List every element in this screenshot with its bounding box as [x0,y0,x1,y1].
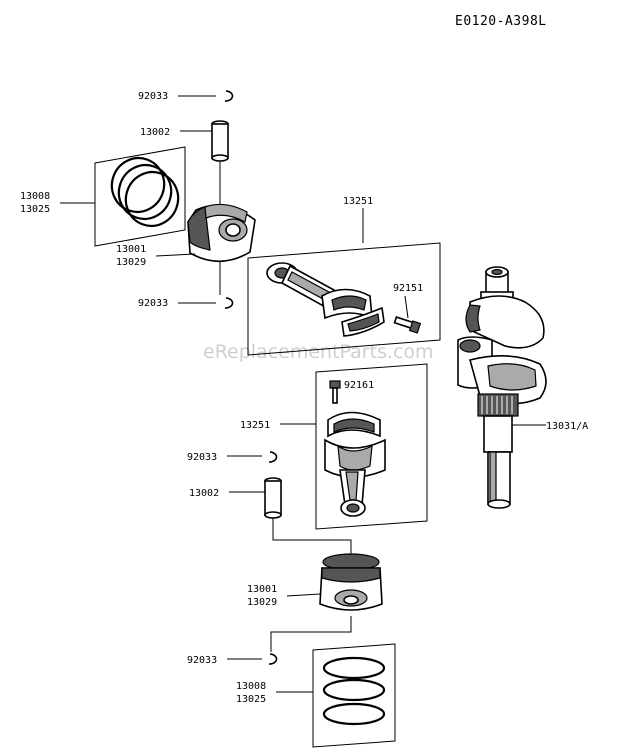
label-piston-bottom-b: 13029 [247,597,277,608]
label-piston-bottom-a: 13001 [247,584,277,595]
label-piston-top-b: 13029 [116,257,146,268]
leader-piston-top [155,253,196,257]
diagram-code: E0120-A398L [455,14,547,29]
label-bolt-bottom: 92161 [344,380,374,391]
label-clip-top-b: 92033 [138,298,168,309]
label-piston-top-a: 13001 [116,244,146,255]
label-clip-bottom-a: 92033 [187,452,217,463]
leader-piston-bottom [286,593,321,597]
label-pin-bottom: 13002 [189,488,219,499]
label-clip-bottom-b: 92033 [187,655,217,666]
rod-box-top [247,242,441,356]
label-pin-top: 13002 [140,127,170,138]
crankshaft[interactable] [457,266,547,509]
ring-box-bottom [312,643,396,748]
label-bolt-top: 92151 [393,283,423,294]
label-rod-bottom: 13251 [240,420,270,431]
piston-rings-top[interactable] [104,151,185,234]
piston-pin-top[interactable] [211,120,229,162]
watermark: eReplacementParts.com [203,341,434,363]
piston-rings-bottom[interactable] [322,656,386,726]
assembly-path-clip [270,616,352,652]
bolt-top[interactable] [393,316,422,334]
rod-box-bottom [315,363,428,530]
label-clip-top-a: 92033 [138,91,168,102]
piston-top[interactable] [187,203,256,262]
piston-bottom[interactable] [319,553,383,611]
ring-box-top [94,146,186,247]
assembly-path-bottom [272,518,352,556]
label-ring-bottom-b: 13025 [236,694,266,705]
connecting-rod-bottom[interactable] [324,411,386,517]
label-rod-top: 13251 [343,196,373,207]
piston-pin-bottom[interactable] [264,477,282,519]
label-ring-top-b: 13025 [20,204,50,215]
label-ring-bottom-a: 13008 [236,681,266,692]
label-crankshaft: 13031/A [546,421,588,432]
connecting-rod-top[interactable] [266,262,385,337]
bolt-bottom[interactable] [329,380,341,404]
label-ring-top-a: 13008 [20,191,50,202]
clip-bottom-a[interactable] [268,451,278,463]
clip-top-a[interactable] [224,90,234,102]
clip-bottom-b[interactable] [268,653,278,665]
leader-bolt-top [404,295,409,319]
clip-top-b[interactable] [224,297,234,309]
